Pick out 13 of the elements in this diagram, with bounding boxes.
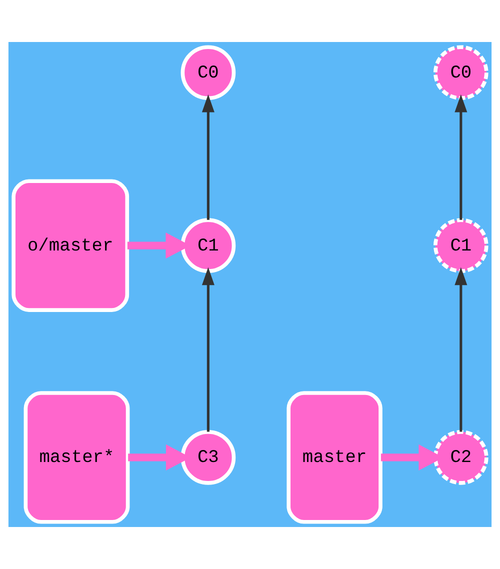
arrow: [202, 267, 214, 432]
node-circle: C0: [180, 45, 236, 100]
arrow: [454, 94, 468, 220]
node-circle: C2: [433, 430, 488, 485]
node-circle: C0: [433, 45, 488, 100]
arrow: [454, 267, 468, 432]
node-circle: C1: [433, 218, 488, 274]
node-box: o/master: [12, 179, 130, 312]
node-circle: C3: [180, 430, 236, 485]
node-box: master*: [24, 391, 130, 524]
arrow: [202, 94, 214, 220]
node-circle: C1: [180, 218, 236, 274]
node-box: master: [286, 391, 382, 524]
